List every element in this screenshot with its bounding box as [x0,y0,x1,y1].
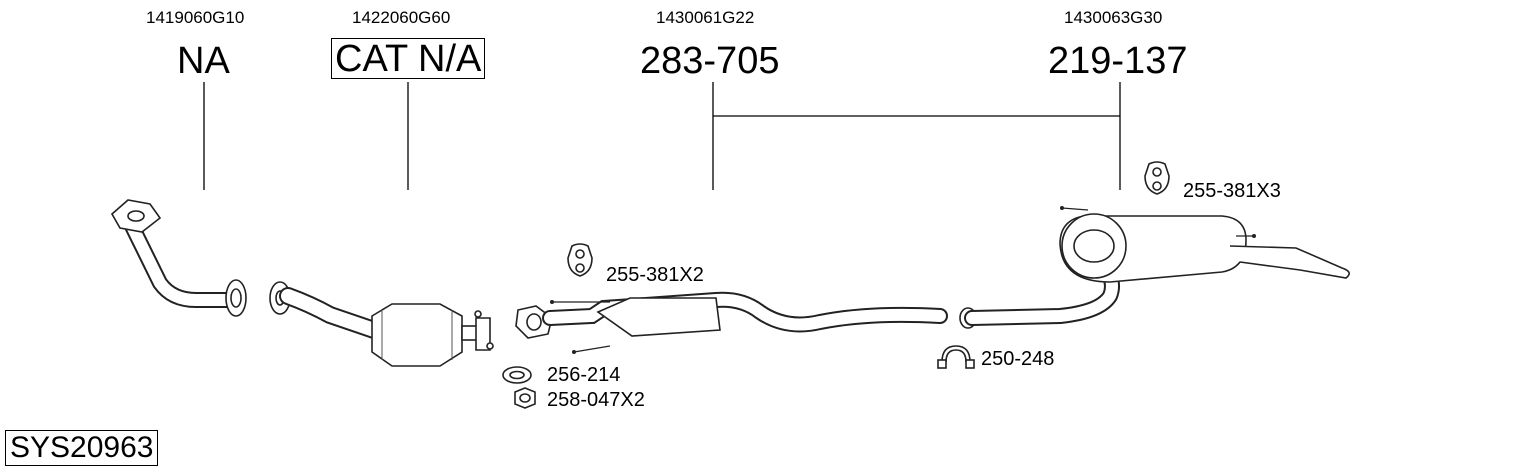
small-part-label-nut: 258-047X2 [547,389,645,411]
oe-number-middle-silencer: 1430061G22 [656,8,755,27]
small-part-label-hanger-x3: 255-381X3 [1183,180,1281,202]
oe-number-rear-silencer: 1430063G30 [1064,8,1163,27]
part-number-catalytic-converter: CAT N/A [331,38,486,79]
oe-number-catalytic-converter: 1422060G60 [352,8,451,27]
hex-nut-icon [514,387,536,409]
gasket-ring-icon [502,366,532,384]
part-number-middle-silencer: 283-705 [640,40,780,82]
part-number-front-pipe: NA [177,40,230,82]
rubber-hanger-icon [567,243,593,277]
system-code: SYS20963 [5,430,159,466]
oe-number-front-pipe: 1419060G10 [146,8,245,27]
catalytic-converter-drawing [269,281,494,367]
part-number-rear-silencer: 219-137 [1048,40,1188,82]
small-part-label-clamp: 250-248 [981,348,1055,370]
pipe-clamp-icon [937,345,975,369]
front-pipe-drawing [110,199,247,317]
middle-silencer-drawing [515,291,948,354]
small-part-label-gasket: 256-214 [547,364,621,386]
rear-silencer-drawing [959,206,1350,329]
rubber-hanger-icon [1144,161,1170,195]
small-part-label-hanger-x2: 255-381X2 [606,264,704,286]
